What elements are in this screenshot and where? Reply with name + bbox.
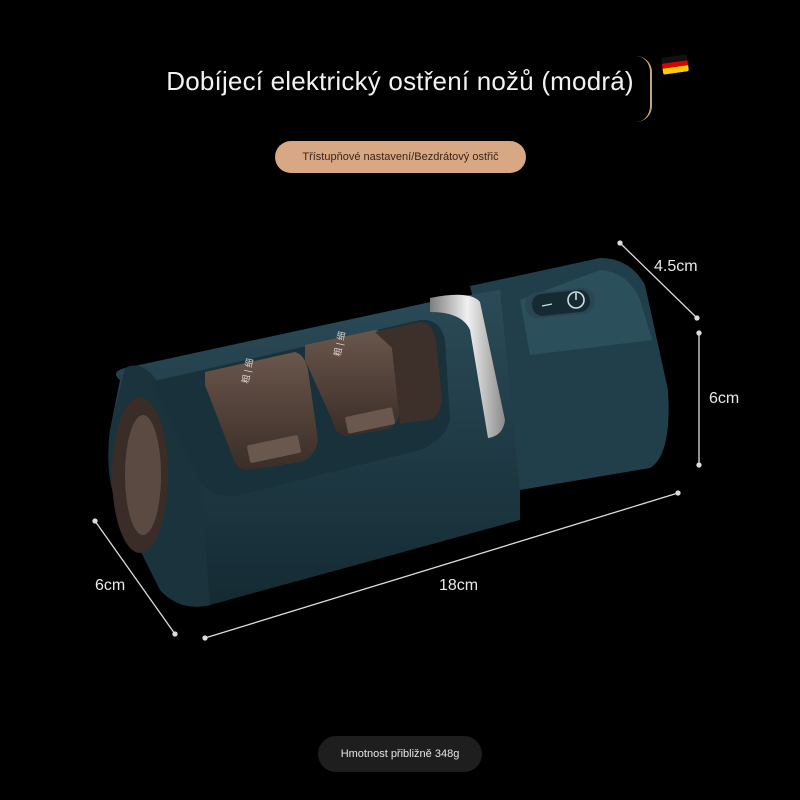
- feature-badge: Třístupňové nastavení/Bezdrátový ostřič: [275, 141, 526, 173]
- page-title: Dobíjecí elektrický ostření nožů (modrá): [166, 66, 634, 96]
- sharpener-body: [108, 258, 669, 607]
- decorative-arc: [636, 56, 652, 122]
- power-icon: [567, 291, 585, 309]
- slot-label-1: 粗 | 细: [239, 357, 255, 384]
- slot-cover-1: [205, 352, 318, 470]
- weight-badge: Hmotnost přibližně 348g: [318, 736, 482, 772]
- dimension-length: 18cm: [439, 577, 479, 594]
- slot-cover-2: [305, 330, 400, 436]
- dimension-lines: [92, 240, 702, 641]
- dimension-height: 6cm: [709, 390, 740, 407]
- slot-label-2: 粗 | 细: [331, 330, 347, 357]
- dimension-depth-top: 4.5cm: [654, 258, 698, 275]
- dimension-depth-left: 6cm: [95, 577, 126, 594]
